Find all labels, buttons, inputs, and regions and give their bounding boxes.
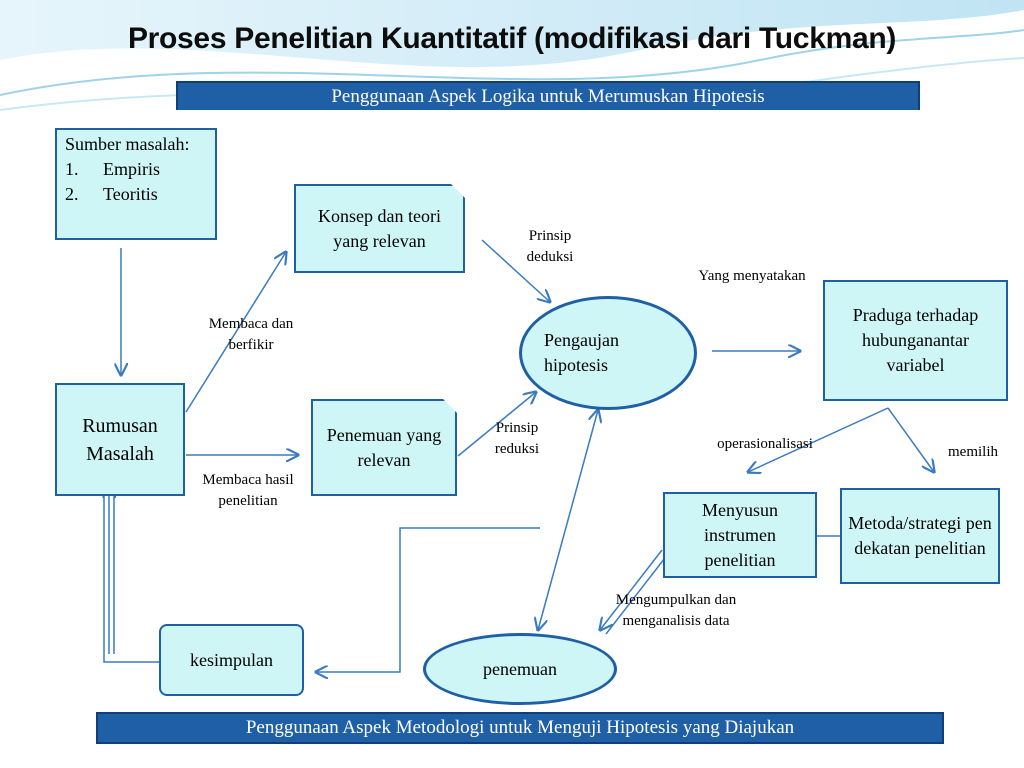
sumber-list: 1. Empiris 2. Teoritis xyxy=(65,157,207,207)
label-yang-menyatakan: Yang menyatakan xyxy=(698,268,806,284)
penemuan-oval: penemuan xyxy=(423,633,617,705)
praduga-box: Praduga terhadap hubunganantar variabel xyxy=(823,280,1008,401)
rumusan-masalah-label: Rumusan Masalah xyxy=(82,414,158,465)
sumber-item: 1. Empiris xyxy=(65,157,207,182)
praduga-label: Praduga terhadap hubunganantar variabel xyxy=(852,305,979,375)
pengajuan-hipotesis-oval: Pengaujan hipotesis xyxy=(519,296,697,410)
penemuan-relevan-label: Penemuan yang relevan xyxy=(326,424,442,470)
banner-methodology: Penggunaan Aspek Metodologi untuk Menguj… xyxy=(96,712,944,744)
rumusan-masalah-box: Rumusan Masalah xyxy=(55,383,185,496)
metoda-strategi-label: Metoda/strategi pendekatan penelitian xyxy=(848,513,992,558)
label-membaca-hasil: Membaca hasil penelitian xyxy=(202,472,294,509)
menyusun-instrumen-box: Menyusun instrumen penelitian xyxy=(663,492,817,578)
penemuan-relevan-box: Penemuan yang relevan xyxy=(311,399,457,496)
label-mengumpulkan: Mengumpulkan dan menganalisis data xyxy=(615,592,737,629)
sumber-item-number: 2. xyxy=(65,184,79,204)
banner-logic: Penggunaan Aspek Logika untuk Merumuskan… xyxy=(176,81,920,113)
label-membaca-berfikir: Membaca dan berfikir xyxy=(208,316,294,353)
label-prinsip-reduksi: Prinsip reduksi xyxy=(494,420,540,457)
label-prinsip-deduksi: Prinsip deduksi xyxy=(526,228,574,265)
label-memilih: memilih xyxy=(948,444,998,460)
konsep-teori-box: Konsep dan teori yang relevan xyxy=(294,184,465,273)
sumber-item-text: Empiris xyxy=(103,159,160,179)
metoda-strategi-box: Metoda/strategi pendekatan penelitian xyxy=(840,488,1000,584)
kesimpulan-box: kesimpulan xyxy=(159,624,304,696)
sumber-heading: Sumber masalah: xyxy=(65,134,190,154)
sumber-item-number: 1. xyxy=(65,159,79,179)
sumber-masalah-box: Sumber masalah: 1. Empiris 2. Teoritis xyxy=(55,128,217,240)
label-operasionalisasi: operasionalisasi xyxy=(717,436,813,452)
menyusun-instrumen-label: Menyusun instrumen penelitian xyxy=(702,499,778,570)
penemuan-label: penemuan xyxy=(483,658,557,679)
kesimpulan-label: kesimpulan xyxy=(190,649,273,670)
page-title: Proses Penelitian Kuantitatif (modifikas… xyxy=(127,22,897,55)
sumber-item-text: Teoritis xyxy=(103,184,158,204)
konsep-teori-label: Konsep dan teori yang relevan xyxy=(318,205,441,251)
pengajuan-hipotesis-label: Pengaujan hipotesis xyxy=(544,330,619,375)
sumber-item: 2. Teoritis xyxy=(65,182,207,207)
